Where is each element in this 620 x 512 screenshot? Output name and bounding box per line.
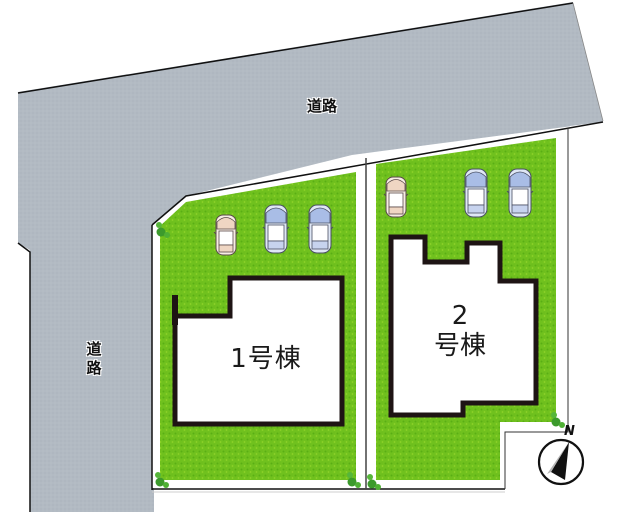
car-icon — [462, 168, 490, 218]
car-icon — [213, 214, 239, 256]
building-1-outline — [172, 275, 345, 427]
car-icon — [506, 168, 534, 218]
shrub-icon — [551, 412, 565, 428]
car-icon — [262, 204, 290, 254]
car-icon — [383, 176, 409, 218]
lot-2 — [367, 138, 565, 490]
lot-1 — [155, 172, 361, 488]
road-area — [17, 2, 604, 512]
car-icon — [306, 204, 334, 254]
compass-icon — [537, 438, 585, 486]
building-2-outline — [388, 234, 539, 418]
